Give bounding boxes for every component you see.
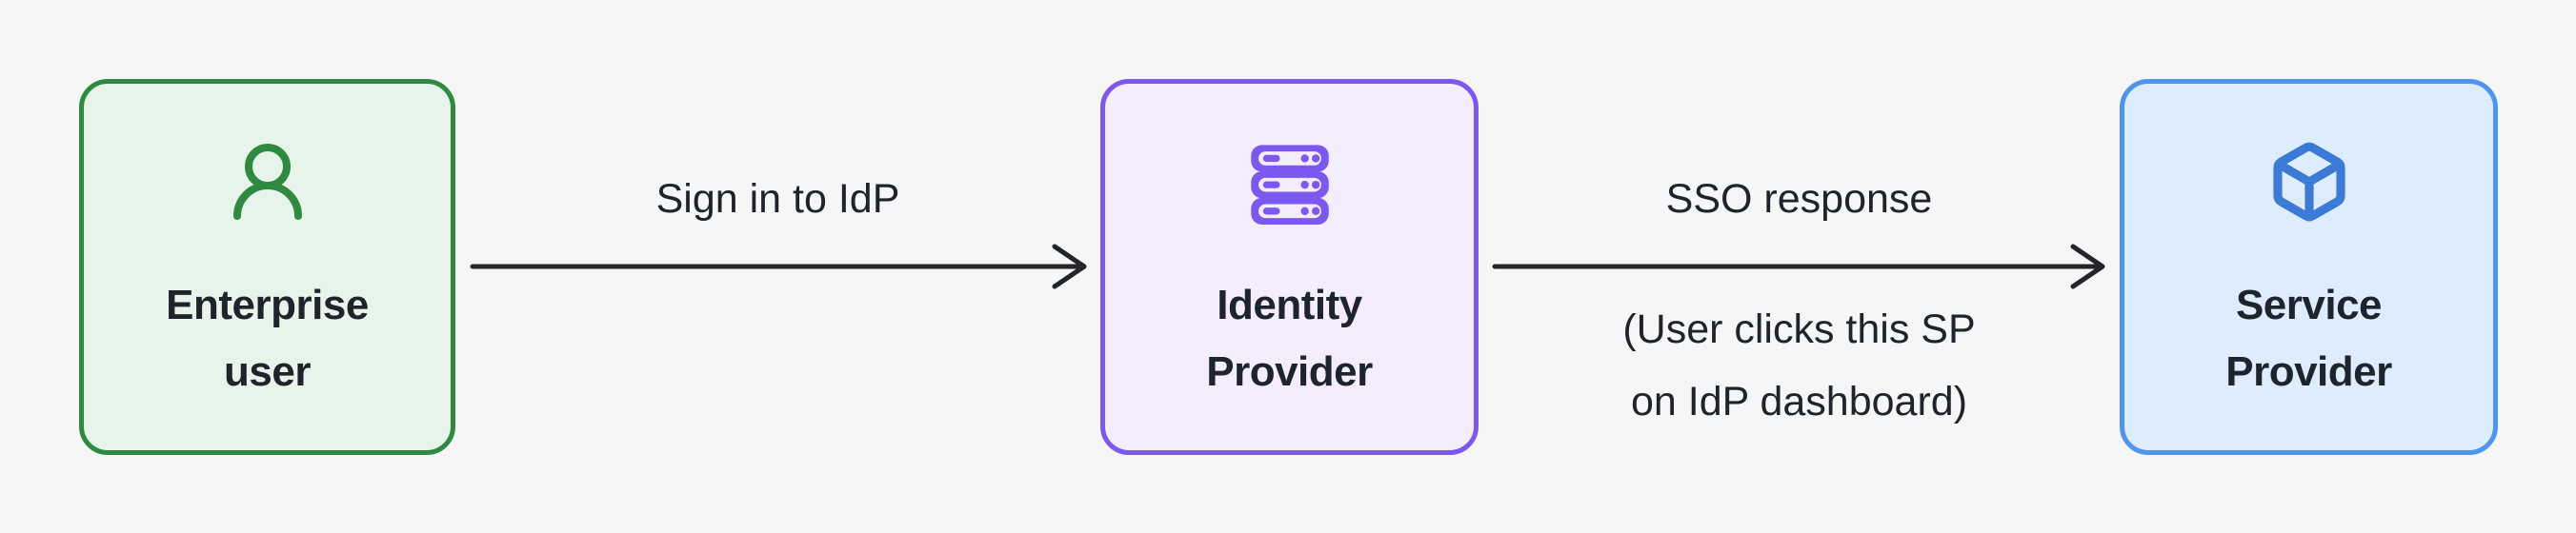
user-icon: [222, 137, 313, 227]
edge-note-line: on IdP dashboard): [1630, 379, 1968, 424]
edge-note-line: (User clicks this SP: [1622, 306, 1976, 352]
node-label: Identity Provider: [1206, 272, 1373, 405]
node-label: Enterprise user: [166, 272, 369, 405]
node-identity-provider: Identity Provider: [1100, 79, 1479, 455]
server-stack-icon: [1246, 137, 1334, 227]
arrow-right-icon: [470, 244, 1087, 289]
edge-label: Sign in to IdP: [655, 176, 900, 222]
edge-sign-in-to-idp: Sign in to IdP: [455, 0, 1100, 533]
node-label-line: Enterprise: [166, 282, 369, 328]
cube-icon: [2267, 137, 2351, 227]
node-label-line: Identity: [1217, 282, 1362, 328]
node-label: Service Provider: [2225, 272, 2392, 405]
node-enterprise-user: Enterprise user: [79, 79, 455, 455]
node-label-line: user: [224, 348, 311, 395]
edge-sso-response: SSO response (User clicks this SP on IdP…: [1479, 0, 2120, 533]
node-label-line: Provider: [1206, 348, 1373, 395]
node-label-line: Provider: [2225, 348, 2392, 395]
node-service-provider: Service Provider: [2120, 79, 2498, 455]
node-label-line: Service: [2235, 282, 2383, 328]
edge-note: (User clicks this SP on IdP dashboard): [1479, 293, 2120, 438]
edge-label: SSO response: [1665, 176, 1933, 222]
arrow-right-icon: [1492, 244, 2105, 289]
